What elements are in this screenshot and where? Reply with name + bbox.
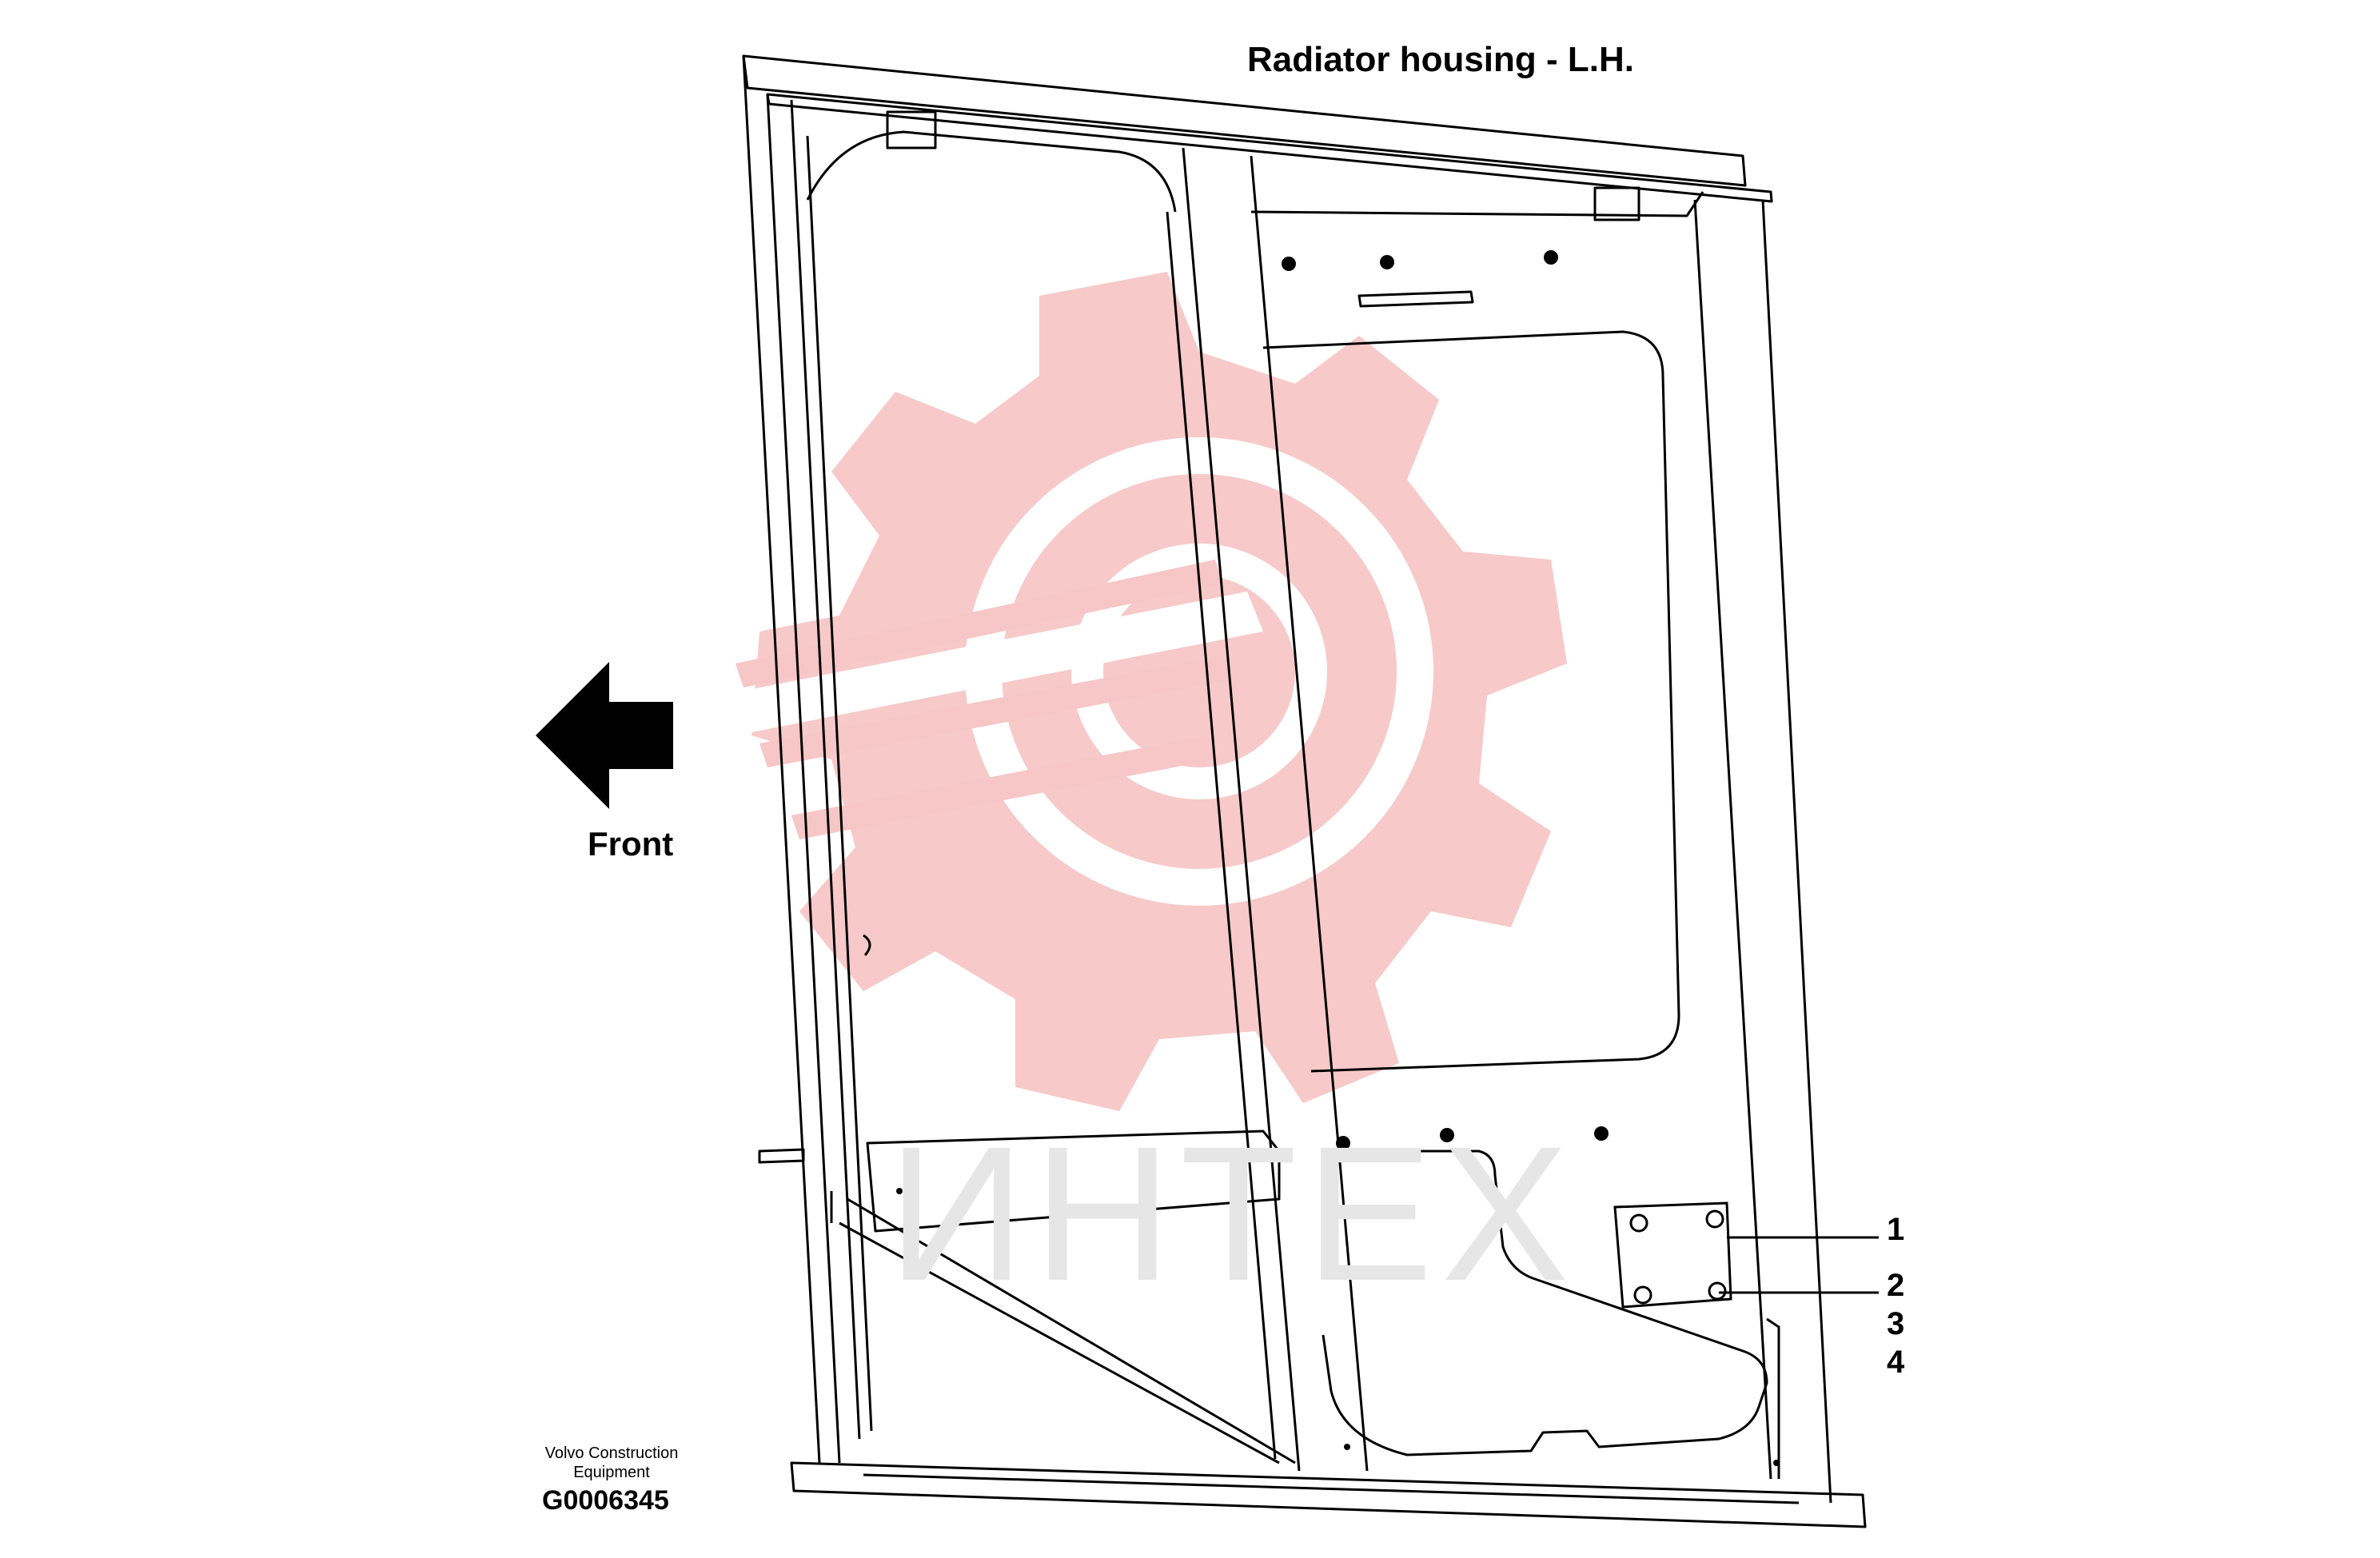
callout-1: 1 bbox=[1887, 1212, 1905, 1247]
callout-leaders bbox=[1719, 1236, 1879, 1294]
bolt-holes bbox=[896, 250, 1780, 1466]
cover-plate bbox=[1613, 1201, 1732, 1309]
diagram-title: Radiator housing - L.H. bbox=[1247, 40, 1634, 79]
figure-number: G0006345 bbox=[542, 1485, 669, 1516]
arrow-left-icon bbox=[536, 662, 673, 809]
watermark-text: ИНТЕХ bbox=[887, 1106, 1577, 1321]
watermark-wrench bbox=[720, 592, 1263, 735]
watermark-wrench-stripes bbox=[736, 560, 1231, 839]
callout-2: 2 bbox=[1887, 1268, 1905, 1303]
watermark-inner-ring bbox=[1071, 544, 1327, 799]
callout-4: 4 bbox=[1887, 1345, 1905, 1380]
maker-line-1: Volvo Construction bbox=[544, 1444, 679, 1462]
maker-line-2: Equipment bbox=[573, 1464, 650, 1481]
front-direction-label: Front bbox=[588, 825, 674, 863]
housing-frame bbox=[742, 54, 1867, 1528]
callout-3: 3 bbox=[1887, 1306, 1905, 1341]
